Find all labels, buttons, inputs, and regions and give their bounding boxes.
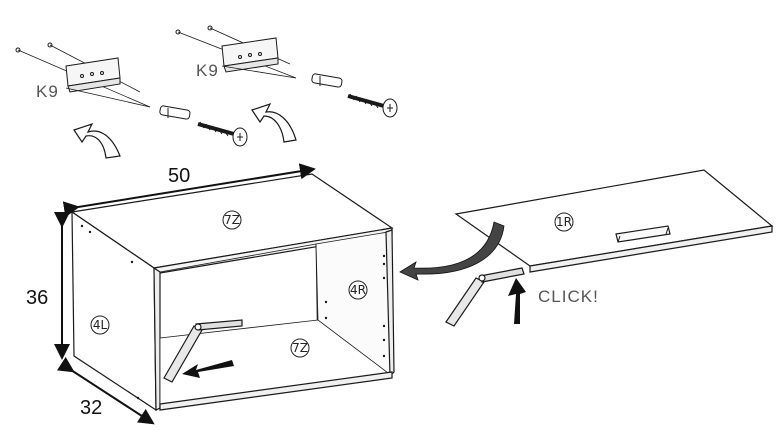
dimension-height-label: 36 <box>26 287 48 309</box>
svg-text:4L: 4L <box>93 318 108 332</box>
svg-text:7Z: 7Z <box>224 213 240 227</box>
install-arrow-icon <box>399 221 505 281</box>
wall-plug-left <box>159 105 191 120</box>
screw-left <box>197 121 248 147</box>
dimension-line-width <box>62 163 316 218</box>
screw-right <box>347 93 398 118</box>
part-label-left-side: 4L <box>90 315 110 335</box>
bracket-k9-right <box>221 37 297 79</box>
svg-text:7Z: 7Z <box>292 341 308 355</box>
part-label-top: 7Z <box>222 210 242 230</box>
part-label-right-side: 4R <box>348 280 368 300</box>
lift-hinge-cabinet <box>163 319 243 383</box>
dimension-width-label: 50 <box>168 165 190 187</box>
bracket-k9-left <box>65 57 151 108</box>
insert-arrow-icon <box>182 360 234 378</box>
hardware-group-right <box>175 25 398 143</box>
wall-plug-right <box>311 73 343 88</box>
dimension-depth-label: 32 <box>80 397 102 419</box>
cabinet <box>70 173 395 412</box>
door-panel <box>445 169 774 327</box>
hardware-label-left: K9 <box>36 82 59 101</box>
door-handle <box>615 225 671 243</box>
click-arrow-icon <box>508 278 526 324</box>
part-label-door: 1R <box>554 212 574 232</box>
svg-text:1R: 1R <box>556 215 572 229</box>
hardware-label-right: K9 <box>196 61 219 80</box>
curved-arrow-icon <box>251 102 297 143</box>
curved-arrow-icon <box>73 122 121 159</box>
part-label-bottom: 7Z <box>290 338 310 358</box>
dimension-line-depth <box>56 356 155 425</box>
click-instruction: CLICK! <box>538 287 599 306</box>
lift-hinge-door <box>445 267 525 327</box>
hardware-group-left <box>15 42 248 159</box>
svg-text:4R: 4R <box>350 283 366 297</box>
